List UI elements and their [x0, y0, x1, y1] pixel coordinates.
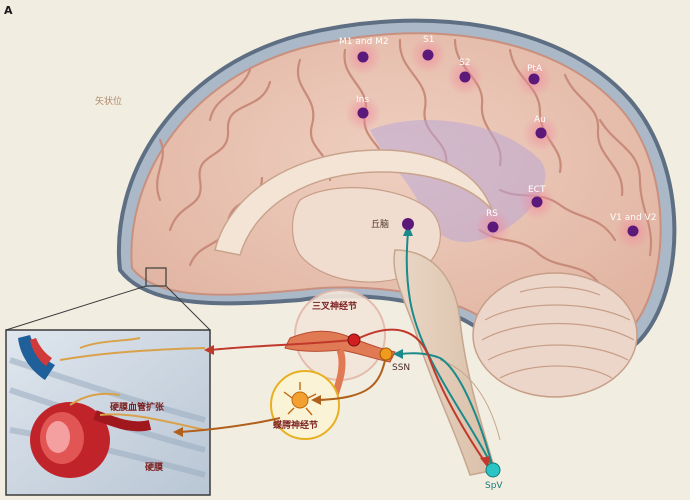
region-dot-au — [535, 127, 547, 139]
tract-tg-to-spv — [354, 328, 486, 463]
dura-label: 硬膜 — [145, 461, 164, 473]
thalamus-dot — [402, 218, 414, 230]
spv-dot — [485, 462, 501, 478]
tract-spv-to-thalamus — [405, 231, 494, 469]
sphenopalatine-ganglion-body — [291, 391, 309, 409]
trigeminal-ganglion-label: 三叉神经节 — [312, 300, 357, 312]
region-dot-s2 — [459, 71, 471, 83]
trigeminal-ganglion-body — [284, 330, 396, 363]
region-label-rs: RS — [486, 209, 498, 219]
tract-spv-to-ssn — [399, 352, 494, 469]
inset-connector-left — [5, 285, 147, 331]
brainstem-line — [439, 359, 501, 441]
region-dot-v1v2 — [627, 225, 639, 237]
view-label: 矢状位 — [95, 95, 122, 107]
region-dot-pta — [528, 73, 540, 85]
region-dot-m1m2 — [357, 51, 369, 63]
inset-nerve-fibers — [59, 337, 206, 431]
tract-ssn-to-spg — [317, 355, 387, 401]
dural-vasodilation-label: 硬膜血管扩张 — [110, 401, 165, 413]
tract-spg-to-dura — [179, 417, 281, 433]
inset-source-box — [145, 267, 167, 287]
trigeminal-ganglion-dot — [347, 333, 361, 347]
ssn-dot — [379, 347, 393, 361]
sphenopalatine-rays — [283, 382, 317, 416]
inset-vessel-dilated — [30, 402, 152, 478]
region-label-pta: PtA — [527, 64, 543, 74]
cerebellum-folia — [481, 286, 635, 379]
region-dot-s1 — [422, 49, 434, 61]
sphenopalatine-ganglion-label: 蝶腭神经节 — [273, 419, 318, 431]
thalamus-label: 丘脑 — [371, 218, 389, 230]
inset-vessel-small — [18, 335, 55, 380]
cerebral-cortex — [130, 32, 662, 352]
spv-label: SpV — [485, 481, 503, 491]
region-dot-ins — [357, 107, 369, 119]
region-label-v1v2: V1 and V2 — [610, 213, 656, 223]
arrow-ssn — [393, 349, 403, 359]
region-label-ins: Ins — [356, 95, 369, 105]
region-label-m1m2: M1 and M2 — [339, 37, 389, 47]
arrow-dura-vessel — [173, 427, 183, 437]
region-dots — [357, 49, 639, 237]
region-label-s2: S2 — [459, 58, 470, 68]
ssn-label: SSN — [392, 363, 410, 373]
region-label-au: Au — [534, 115, 546, 125]
tract-tg-to-dura — [209, 339, 353, 351]
region-dot-rs — [487, 221, 499, 233]
region-label-ect: ECT — [528, 185, 546, 195]
arrow-spg — [311, 395, 321, 405]
region-dot-ect — [531, 196, 543, 208]
region-label-s1: S1 — [423, 35, 434, 45]
arrow-dura — [204, 345, 214, 355]
panel-letter: A — [4, 4, 13, 17]
cerebellum — [472, 272, 638, 398]
inset-connector-right — [165, 285, 211, 331]
